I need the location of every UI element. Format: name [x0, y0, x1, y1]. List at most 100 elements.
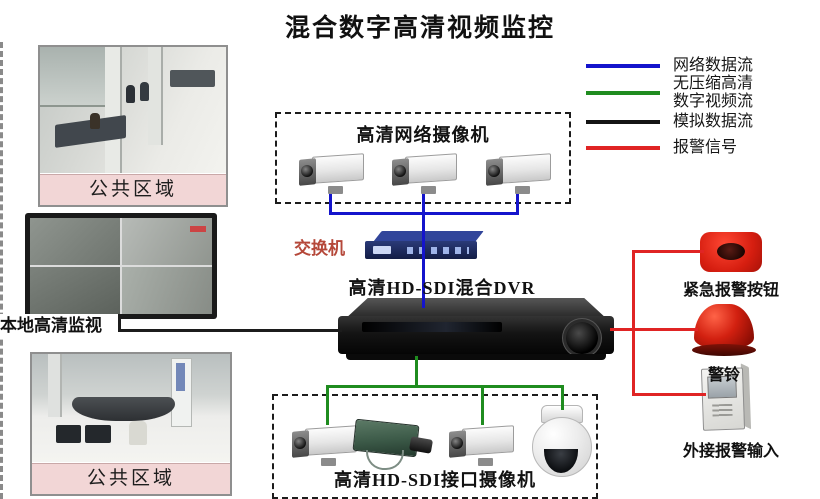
bullet-camera-icon — [348, 414, 440, 470]
device-slots — [712, 403, 733, 417]
panic-button-label: 紧急报警按钮 — [682, 282, 779, 299]
camera-lens — [301, 165, 313, 177]
dvr-knob — [566, 322, 598, 354]
local-monitor-screen — [25, 213, 217, 319]
panic-button-icon — [700, 232, 762, 272]
box-camera-icon — [445, 420, 517, 468]
camera-lens — [451, 437, 463, 449]
camera-body — [499, 153, 551, 184]
video-line-drop-3 — [561, 385, 564, 410]
public-area-photo-bottom: 公共区域 — [30, 352, 232, 496]
sdi-camera-group-label: 高清HD-SDI接口摄像机 — [333, 470, 536, 490]
scene-shape — [40, 47, 119, 107]
legend-row: 无压缩高清 数字视频流 — [586, 75, 753, 111]
dvr-icon — [338, 298, 614, 360]
alarm-bell-label: 警铃 — [707, 367, 740, 384]
dvr-base — [346, 354, 606, 360]
panic-button-center — [717, 243, 745, 260]
network-line-drop-2 — [422, 194, 425, 214]
alarm-line-to-input — [632, 393, 706, 396]
camera-lens — [394, 165, 406, 177]
photo-caption: 公共区域 — [32, 463, 230, 494]
camera-mount — [321, 458, 336, 466]
video-line-drop-2 — [481, 385, 484, 425]
scene-shape — [105, 47, 120, 173]
network-line-swatch — [586, 64, 660, 68]
video-line-from-dvr — [415, 356, 418, 387]
camera-mount — [515, 186, 530, 194]
monitor-cell — [30, 267, 120, 314]
camera-body — [405, 153, 457, 184]
network-switch-icon — [363, 231, 484, 263]
public-area-photo-top: 公共区域 — [38, 45, 228, 207]
alarm-bell-icon — [692, 302, 758, 358]
camera-lens — [488, 165, 500, 177]
cctv-photo — [40, 47, 226, 173]
scene-shape — [129, 420, 147, 445]
scene-shape — [190, 226, 206, 232]
scene-shape — [147, 47, 161, 146]
alarm-line-to-button — [632, 250, 704, 253]
legend-label: 无压缩高清 数字视频流 — [673, 75, 754, 110]
dvr-label: 高清HD-SDI混合DVR — [348, 278, 536, 298]
switch-badge — [373, 246, 391, 254]
switch-ports — [407, 247, 469, 254]
alarm-line-dvr-to-bell — [610, 328, 698, 331]
camera-cable — [366, 450, 404, 470]
scene-shape — [125, 84, 135, 103]
hd-video-line-swatch — [586, 91, 660, 95]
legend-label: 网络数据流 — [673, 57, 754, 74]
bell-base — [692, 344, 756, 356]
legend-label: 模拟数据流 — [673, 113, 754, 130]
camera-mount — [478, 458, 493, 466]
monitor-quad-view — [30, 218, 212, 314]
analog-line-swatch — [586, 120, 660, 124]
dome-camera-icon — [528, 405, 594, 491]
local-monitor-label: 本地高清监视 — [0, 314, 118, 338]
camera-lens — [294, 437, 306, 449]
external-alarm-input-label: 外接报警输入 — [682, 443, 779, 460]
box-camera-icon — [482, 148, 554, 196]
left-edge-dashed-line — [0, 42, 3, 499]
video-line-bus — [326, 385, 564, 388]
cctv-photo — [32, 354, 230, 462]
dvr-display — [362, 322, 502, 332]
bell-dome — [694, 304, 754, 348]
scene-shape — [170, 69, 215, 88]
camera-body — [462, 425, 514, 456]
camera-mount — [328, 186, 343, 194]
ip-camera-group-label: 高清网络摄像机 — [356, 125, 490, 145]
monitor-cell — [30, 218, 120, 265]
scene-shape — [85, 425, 112, 443]
analog-line-drop — [118, 318, 121, 331]
alarm-line-trunk — [632, 250, 635, 396]
box-camera-icon — [288, 420, 360, 468]
network-line-drop-3 — [516, 194, 519, 214]
camera-mount — [421, 186, 436, 194]
legend-row: 网络数据流 — [586, 57, 753, 75]
camera-body — [312, 153, 364, 184]
sdi-camera-group-box: 高清HD-SDI接口摄像机 — [272, 394, 598, 499]
alarm-line-swatch — [586, 146, 660, 150]
switch-label: 交换机 — [294, 239, 345, 258]
scene-shape — [47, 354, 60, 417]
photo-caption: 公共区域 — [40, 174, 226, 205]
dvr-top — [344, 298, 608, 320]
scene-shape — [55, 425, 82, 443]
legend-row: 模拟数据流 — [586, 113, 753, 131]
box-camera-icon — [388, 148, 460, 196]
network-line-drop-1 — [329, 194, 332, 214]
page-title: 混合数字高清视频监控 — [284, 14, 555, 42]
monitor-cell — [122, 218, 212, 265]
box-camera-icon — [295, 148, 367, 196]
scene-shape — [140, 82, 150, 102]
network-line-to-dvr — [422, 212, 425, 308]
monitor-cell — [122, 267, 212, 314]
video-line-drop-1 — [326, 385, 329, 425]
scene-shape — [90, 112, 101, 129]
analog-line-to-dvr — [118, 329, 342, 332]
scene-shape — [175, 362, 186, 391]
legend-row: 报警信号 — [586, 139, 737, 157]
scene-shape — [71, 397, 175, 421]
